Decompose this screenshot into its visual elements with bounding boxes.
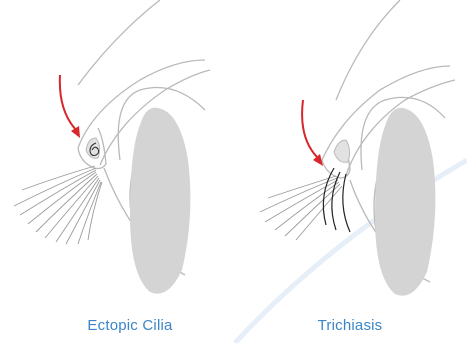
lashes-right (260, 176, 342, 240)
arrow-head (71, 126, 80, 138)
arrow-head (313, 154, 323, 166)
arrow-icon (60, 75, 78, 132)
lid-fold-outer (78, 0, 160, 85)
misdirected-lashes (323, 168, 350, 232)
panel-trichiasis (260, 0, 455, 296)
lid-gland (334, 140, 350, 162)
caption-trichiasis: Trichiasis (250, 317, 450, 334)
lid-fold-outer (336, 0, 400, 100)
iris (375, 108, 435, 296)
lashes-left (14, 166, 102, 244)
iris (130, 108, 190, 294)
caption-ectopic-cilia: Ectopic Cilia (30, 317, 230, 334)
panel-ectopic-cilia (14, 0, 210, 294)
arrow-icon (302, 100, 320, 160)
